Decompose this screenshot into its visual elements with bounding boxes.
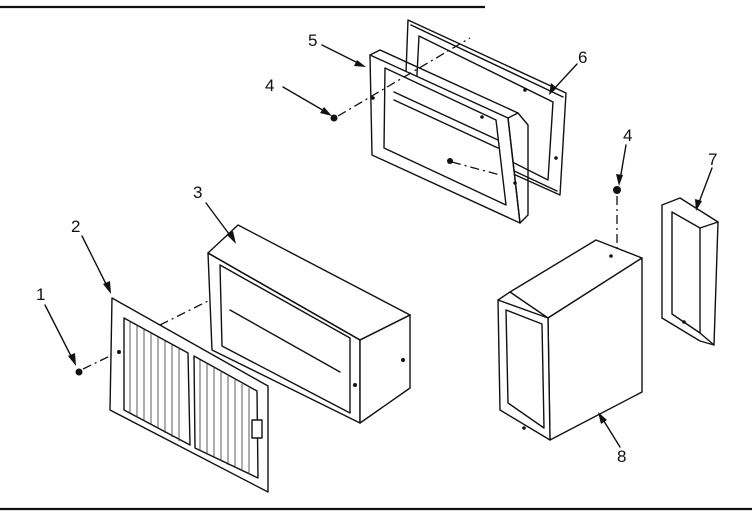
screw-left xyxy=(75,354,113,376)
callout-2: 2 xyxy=(71,217,80,236)
front-grille xyxy=(109,297,269,493)
wall-sleeve xyxy=(207,224,411,424)
callout-1: 1 xyxy=(36,285,45,304)
callout-3: 3 xyxy=(193,183,202,202)
small-flange-frame xyxy=(661,197,719,346)
callout-6: 6 xyxy=(578,48,587,67)
frame-mount-screw xyxy=(447,158,501,176)
callout-8: 8 xyxy=(617,447,626,466)
extension-sleeve xyxy=(497,196,643,441)
callout-4-right: 4 xyxy=(623,126,632,145)
trim-frame xyxy=(369,49,529,224)
screw-upper xyxy=(330,37,471,122)
callout-arrows xyxy=(44,44,713,448)
callout-4-upper: 4 xyxy=(265,76,274,95)
screw-right xyxy=(613,186,621,194)
callout-7: 7 xyxy=(708,150,717,169)
callout-5: 5 xyxy=(308,31,317,50)
